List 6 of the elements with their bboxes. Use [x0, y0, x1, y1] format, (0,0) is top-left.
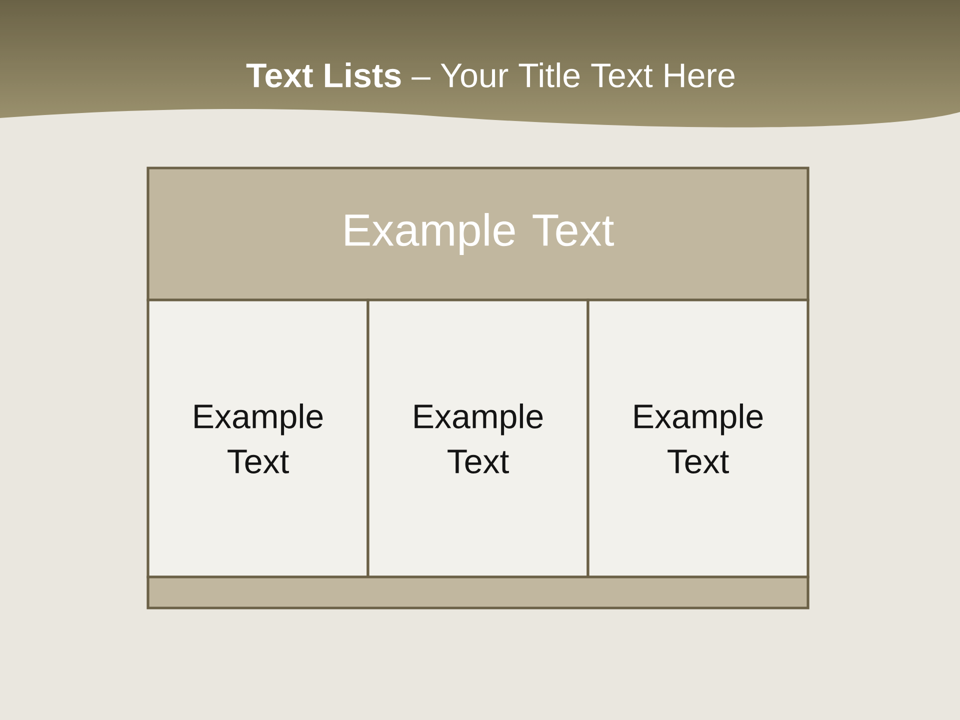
text-box: Example Text: [586, 298, 810, 578]
text-box: Example Text: [366, 298, 590, 578]
text-box: Example Text: [146, 298, 370, 578]
header-box: Example Text: [146, 166, 810, 302]
slide-title: Text Lists – Your Title Text Here: [246, 62, 734, 88]
footer-bar: [146, 576, 810, 610]
